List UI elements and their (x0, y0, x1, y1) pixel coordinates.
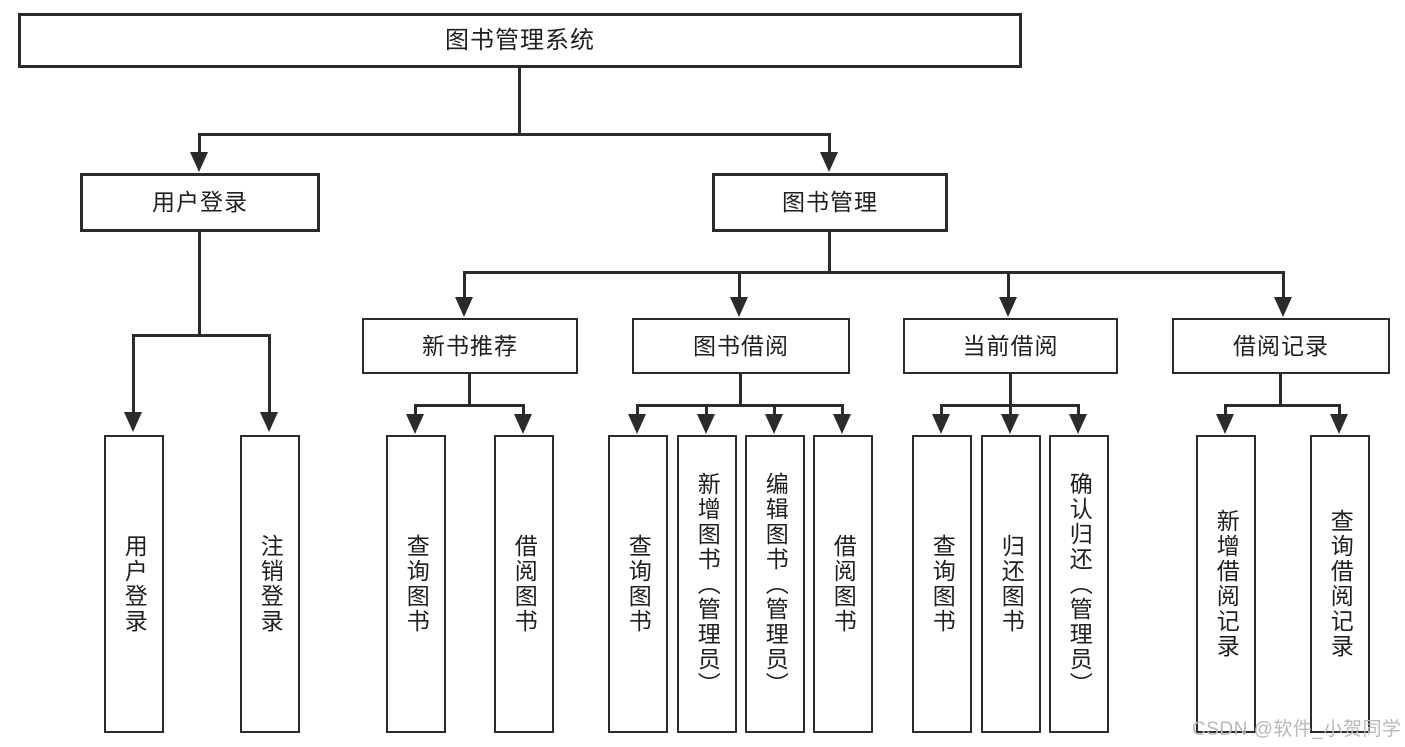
connector-cb-child-3 (1077, 404, 1080, 417)
arrow-bm-child-3 (999, 297, 1017, 317)
node-label: 借阅图书 (511, 534, 538, 634)
connector-bb-child-3 (773, 404, 776, 417)
node-label: 确认归还（管理员） (1066, 471, 1093, 697)
leaf-current-borrow-confirm-return[interactable]: 确认归还（管理员） (1049, 435, 1109, 733)
node-book-borrow[interactable]: 图书借阅 (632, 318, 850, 374)
leaf-user-login-signout[interactable]: 注销登录 (240, 435, 300, 733)
leaf-borrow-record-query[interactable]: 查询借阅记录 (1310, 435, 1370, 733)
connector-br-child-1 (1224, 404, 1227, 417)
connector-bb-child-2 (705, 404, 708, 417)
leaf-new-book-query[interactable]: 查询图书 (386, 435, 446, 733)
arrow-bm-child-4 (1274, 297, 1292, 317)
node-label: 查询图书 (929, 534, 956, 634)
node-label: 图书管理系统 (445, 26, 595, 54)
node-label: 图书借阅 (693, 332, 789, 359)
connector-user-login-child-1 (132, 334, 135, 414)
connector-br-bar (1224, 404, 1341, 407)
arrow-cb-child-2 (1001, 414, 1019, 434)
arrow-cb-child-1 (932, 414, 950, 434)
node-label: 借阅图书 (830, 534, 857, 634)
arrow-br-child-1 (1216, 414, 1234, 434)
watermark: CSDN @软件_小贺同学 (1192, 719, 1402, 740)
connector-user-login-bar (132, 334, 271, 337)
connector-cb-stem (1009, 374, 1012, 407)
node-root-system[interactable]: 图书管理系统 (18, 13, 1022, 68)
connector-bm-child-3 (1007, 271, 1010, 299)
arrow-bb-child-3 (765, 414, 783, 434)
connector-user-login-child-2 (268, 334, 271, 414)
arrow-root-to-user-login (190, 152, 208, 172)
leaf-current-borrow-return[interactable]: 归还图书 (981, 435, 1041, 733)
node-label: 用户登录 (121, 534, 148, 634)
connector-br-stem (1279, 374, 1282, 407)
connector-bm-child-4 (1282, 271, 1285, 299)
connector-user-login-stem (198, 232, 201, 337)
connector-bb-stem (739, 374, 742, 407)
arrow-cb-child-3 (1069, 414, 1087, 434)
connector-cb-child-1 (940, 404, 943, 417)
node-label: 查询借阅记录 (1327, 509, 1354, 659)
node-book-management[interactable]: 图书管理 (712, 173, 948, 232)
node-label: 借阅记录 (1233, 332, 1329, 359)
connector-nbr-child-2 (522, 404, 525, 417)
arrow-root-to-book-manage (820, 152, 838, 172)
arrow-nbr-child-1 (406, 414, 424, 434)
connector-root-bar (198, 133, 831, 136)
arrow-bb-child-2 (697, 414, 715, 434)
arrow-bm-child-2 (730, 297, 748, 317)
arrow-user-login-child-2 (260, 412, 278, 432)
node-label: 新书推荐 (422, 332, 518, 359)
connector-nbr-stem (468, 374, 471, 407)
connector-cb-child-2 (1009, 404, 1012, 417)
node-current-borrow[interactable]: 当前借阅 (903, 318, 1118, 374)
arrow-br-child-2 (1330, 414, 1348, 434)
arrow-nbr-child-2 (514, 414, 532, 434)
leaf-borrow-record-add[interactable]: 新增借阅记录 (1196, 435, 1256, 733)
node-label: 新增借阅记录 (1213, 509, 1240, 659)
arrow-bm-child-1 (455, 297, 473, 317)
node-label: 注销登录 (257, 534, 284, 634)
connector-bm-child-1 (463, 271, 466, 299)
connector-book-management-stem (828, 232, 831, 274)
connector-nbr-bar (414, 404, 525, 407)
node-new-book-recommend[interactable]: 新书推荐 (362, 318, 578, 374)
node-label: 查询图书 (625, 534, 652, 634)
connector-nbr-child-1 (414, 404, 417, 417)
connector-bb-child-4 (841, 404, 844, 417)
leaf-new-book-borrow[interactable]: 借阅图书 (494, 435, 554, 733)
node-label: 新增图书（管理员） (694, 471, 721, 697)
connector-bb-child-1 (636, 404, 639, 417)
node-user-login[interactable]: 用户登录 (80, 173, 320, 232)
leaf-book-borrow-add[interactable]: 新增图书（管理员） (677, 435, 737, 733)
connector-root-to-user-login (198, 133, 201, 157)
leaf-user-login-signin[interactable]: 用户登录 (104, 435, 164, 733)
connector-root-to-book-manage (828, 133, 831, 157)
node-label: 当前借阅 (962, 332, 1059, 359)
node-borrow-record[interactable]: 借阅记录 (1172, 318, 1390, 374)
connector-root-stem (518, 68, 521, 135)
leaf-book-borrow-borrow[interactable]: 借阅图书 (813, 435, 873, 733)
node-label: 图书管理 (782, 189, 878, 216)
leaf-book-borrow-query[interactable]: 查询图书 (608, 435, 668, 733)
connector-book-management-bar (463, 271, 1285, 274)
connector-br-child-2 (1338, 404, 1341, 417)
leaf-book-borrow-edit[interactable]: 编辑图书（管理员） (745, 435, 805, 733)
arrow-user-login-child-1 (124, 412, 142, 432)
node-label: 用户登录 (152, 189, 248, 216)
arrow-bb-child-1 (628, 414, 646, 434)
leaf-current-borrow-query[interactable]: 查询图书 (912, 435, 972, 733)
arrow-bb-child-4 (833, 414, 851, 434)
node-label: 查询图书 (403, 534, 430, 634)
connector-bm-child-2 (738, 271, 741, 299)
node-label: 编辑图书（管理员） (762, 471, 789, 697)
connector-bb-bar (636, 404, 843, 407)
node-label: 归还图书 (998, 534, 1025, 634)
